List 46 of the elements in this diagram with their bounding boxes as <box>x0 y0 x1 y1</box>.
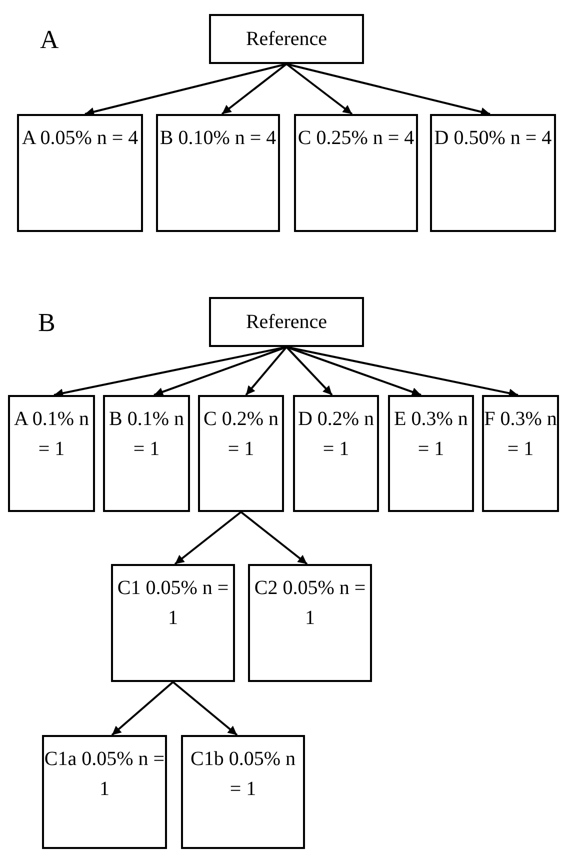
arrow <box>245 346 288 396</box>
box-text: Reference <box>246 27 328 52</box>
sample-box <box>293 395 379 512</box>
arrow <box>154 346 287 396</box>
box-text: A 0.1% n = 1 <box>13 407 90 462</box>
arrow <box>174 511 242 565</box>
panel-label: B <box>38 310 56 336</box>
box-text: B 0.1% n = 1 <box>108 407 185 462</box>
arrow <box>221 63 288 115</box>
box-text: C1 0.05% n = 1 <box>116 576 230 631</box>
box-text: C1a 0.05% n = 1 <box>44 747 165 802</box>
sample-box <box>294 114 418 232</box>
arrow <box>240 511 308 565</box>
arrow <box>286 63 490 116</box>
sample-box <box>198 395 284 512</box>
sample-box <box>17 114 143 232</box>
reference-box <box>209 297 364 347</box>
sample-box <box>156 114 280 232</box>
arrow <box>286 346 422 396</box>
box-text: C1b 0.05% n = 1 <box>190 747 296 802</box>
arrow <box>172 681 238 736</box>
sample-box <box>430 114 556 232</box>
box-text: B 0.10% n = 4 <box>160 126 276 151</box>
box-text: D 0.2% n = 1 <box>296 407 376 462</box>
sample-box <box>482 395 559 512</box>
panel-label: A <box>40 27 59 53</box>
box-text: E 0.3% n = 1 <box>393 407 469 462</box>
box-text: A 0.05% n = 4 <box>22 126 138 151</box>
arrow <box>286 346 333 396</box>
reference-box <box>209 14 364 64</box>
arrow <box>111 681 174 736</box>
sample-box <box>103 395 190 512</box>
arrow <box>286 63 353 115</box>
box-text: C 0.2% n = 1 <box>202 407 280 462</box>
box-text: C2 0.05% n = 1 <box>253 576 367 631</box>
box-text: C 0.25% n = 4 <box>298 126 414 151</box>
box-text: D 0.50% n = 4 <box>434 126 552 151</box>
sample-box <box>111 564 235 682</box>
sample-box <box>181 735 305 849</box>
box-text: Reference <box>246 310 328 335</box>
arrow <box>84 63 287 116</box>
sample-box <box>248 564 372 682</box>
sample-box <box>8 395 95 512</box>
box-text: F 0.3% n = 1 <box>484 407 557 462</box>
sample-box <box>42 735 167 849</box>
sample-box <box>388 395 474 512</box>
